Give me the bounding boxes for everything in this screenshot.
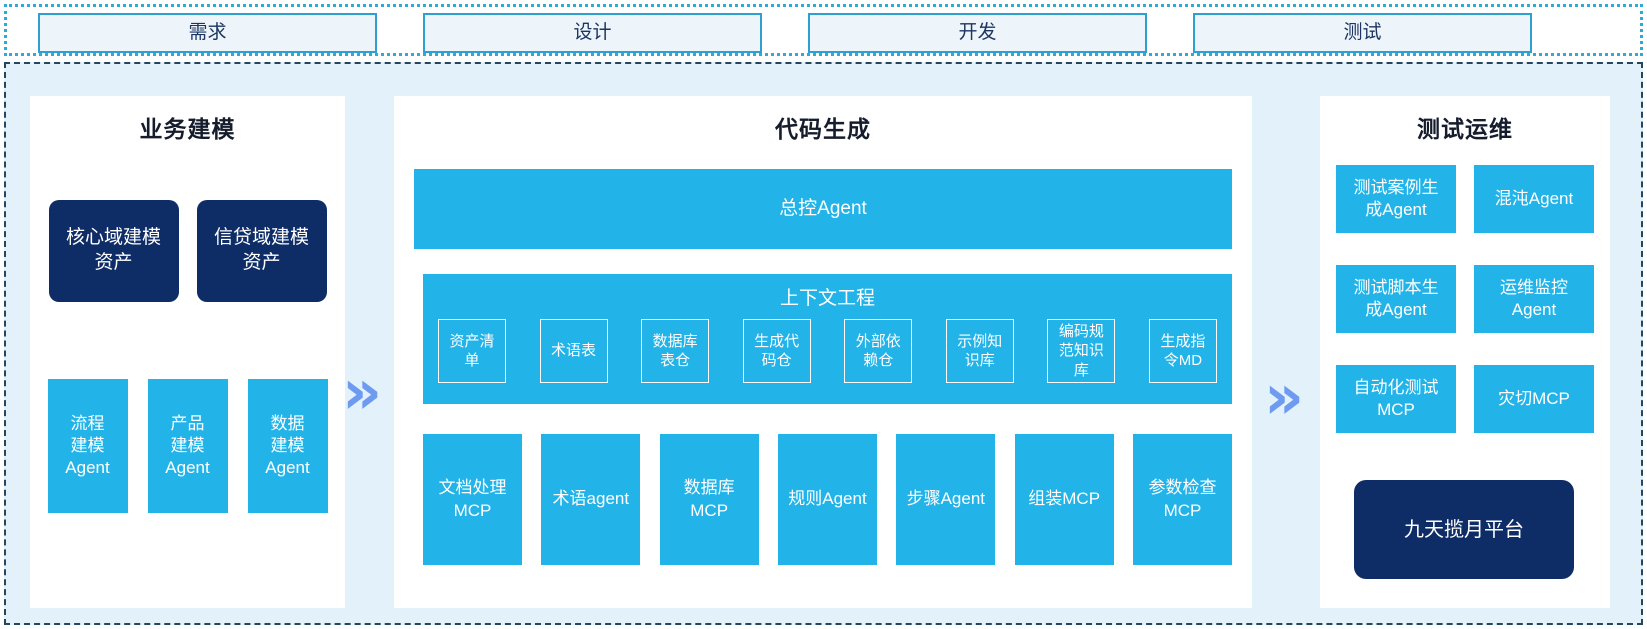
doc-processing-mcp-box: 文档处理 MCP xyxy=(423,434,522,565)
test-script-gen-agent-box: 测试脚本生 成Agent xyxy=(1336,265,1456,333)
modeling-agent-row: 流程 建模 Agent 产品 建模 Agent 数据 建模 Agent xyxy=(30,379,345,513)
tool-label: 组装MCP xyxy=(1028,489,1101,509)
tool-label: 参数检查 MCP xyxy=(1148,478,1217,520)
external-deps-repo-box: 外部依 赖仓 xyxy=(844,319,913,383)
panel-business-modeling: 业务建模 核心域建模 资产 信贷域建模 资产 流程 建模 Agent 产品 建模… xyxy=(30,96,345,608)
asset-row: 核心域建模 资产 信贷域建模 资产 xyxy=(30,200,345,302)
tools-row: 文档处理 MCP 术语agent 数据库 MCP 规则Agent 步骤Agent… xyxy=(423,434,1232,565)
context-item-label: 生成指 令MD xyxy=(1160,332,1206,370)
test-case-gen-agent-box: 测试案例生 成Agent xyxy=(1336,165,1456,233)
glossary-box: 术语表 xyxy=(539,319,608,383)
testops-label: 灾切MCP xyxy=(1498,388,1570,408)
phase-strip: 需求 设计 开发 测试 xyxy=(4,4,1643,56)
context-item-row: 资产清 单 术语表 数据库 表仓 生成代 码仓 外部依 赖仓 xyxy=(438,319,1217,383)
phase-label: 设计 xyxy=(573,21,612,43)
gen-instruction-md-box: 生成指 令MD xyxy=(1148,319,1217,383)
context-item-label: 资产清 单 xyxy=(449,332,495,370)
glossary-agent-box: 术语agent xyxy=(541,434,641,565)
panel-title-business: 业务建模 xyxy=(139,116,236,142)
agent-label: 流程 建模 Agent xyxy=(65,413,110,478)
phase-label: 开发 xyxy=(958,21,997,43)
testops-label: 测试脚本生 成Agent xyxy=(1353,277,1439,319)
process-modeling-agent-box: 流程 建模 Agent xyxy=(47,379,128,513)
tool-label: 步骤Agent xyxy=(906,489,986,509)
master-agent-label: 总控Agent xyxy=(779,197,867,219)
step-agent-box: 步骤Agent xyxy=(896,434,996,565)
testops-label: 运维监控 Agent xyxy=(1500,277,1568,319)
credit-domain-asset-box: 信贷域建模 资产 xyxy=(196,200,327,302)
coding-standard-kb-box: 编码规 范知识 库 xyxy=(1047,319,1116,383)
tool-label: 文档处理 MCP xyxy=(438,478,507,520)
panel-title-testops: 测试运维 xyxy=(1417,116,1513,142)
context-item-label: 外部依 赖仓 xyxy=(855,332,901,370)
tool-label: 术语agent xyxy=(552,489,630,509)
asset-list-box: 资产清 单 xyxy=(438,319,506,383)
main-region: 业务建模 核心域建模 资产 信贷域建模 资产 流程 建模 Agent 产品 建模… xyxy=(4,62,1643,625)
agent-label: 产品 建模 Agent xyxy=(165,413,210,478)
testops-grid: 测试案例生 成Agent 混沌Agent 测试脚本生 成Agent 运维监控 A… xyxy=(1320,165,1610,433)
jiutian-lanyue-platform-box: 九天揽月平台 xyxy=(1354,480,1574,579)
phase-requirements: 需求 xyxy=(38,13,377,53)
context-item-label: 生成代 码仓 xyxy=(754,332,800,370)
core-domain-asset-box: 核心域建模 资产 xyxy=(48,200,179,302)
database-mcp-box: 数据库 MCP xyxy=(659,434,759,565)
asset-label: 信贷域建模 资产 xyxy=(213,227,309,273)
tool-label: 数据库 MCP xyxy=(683,478,735,520)
phase-testing: 测试 xyxy=(1193,13,1532,53)
context-item-label: 编码规 范知识 库 xyxy=(1058,322,1104,379)
testops-label: 自动化测试 MCP xyxy=(1353,377,1439,419)
context-item-label: 示例知 识库 xyxy=(957,332,1003,370)
phase-development: 开发 xyxy=(808,13,1147,53)
platform-label: 九天揽月平台 xyxy=(1404,518,1524,541)
phase-design: 设计 xyxy=(423,13,762,53)
context-item-label: 术语表 xyxy=(551,342,597,360)
generated-code-repo-box: 生成代 码仓 xyxy=(742,319,811,383)
phase-label: 测试 xyxy=(1343,21,1382,43)
testops-label: 测试案例生 成Agent xyxy=(1353,177,1439,219)
assembly-mcp-box: 组装MCP xyxy=(1014,434,1114,565)
param-check-mcp-box: 参数检查 MCP xyxy=(1132,434,1232,565)
agent-label: 数据 建模 Agent xyxy=(265,413,310,478)
context-item-label: 数据库 表仓 xyxy=(652,332,698,370)
panel-code-generation: 代码生成 总控Agent 上下文工程 资产清 单 术语表 数据库 表仓 xyxy=(394,96,1252,608)
testops-label: 混沌Agent xyxy=(1494,188,1574,208)
db-table-repo-box: 数据库 表仓 xyxy=(641,319,710,383)
panel-test-ops: 测试运维 测试案例生 成Agent 混沌Agent 测试脚本生 成Agent 运… xyxy=(1320,96,1610,608)
context-engineering-title: 上下文工程 xyxy=(779,288,875,309)
automated-test-mcp-box: 自动化测试 MCP xyxy=(1336,365,1456,433)
tool-label: 规则Agent xyxy=(788,489,867,509)
asset-label: 核心域建模 资产 xyxy=(65,227,161,273)
panel-title-codegen: 代码生成 xyxy=(775,116,871,142)
chaos-agent-box: 混沌Agent xyxy=(1474,165,1594,233)
phase-label: 需求 xyxy=(188,21,227,43)
context-engineering-box: 上下文工程 资产清 单 术语表 数据库 表仓 生成代 码仓 外部 xyxy=(423,274,1232,404)
disaster-switch-mcp-box: 灾切MCP xyxy=(1474,365,1594,433)
rule-agent-box: 规则Agent xyxy=(777,434,877,565)
example-kb-box: 示例知 识库 xyxy=(945,319,1014,383)
data-modeling-agent-box: 数据 建模 Agent xyxy=(247,379,328,513)
master-agent-bar: 总控Agent xyxy=(414,169,1232,249)
product-modeling-agent-box: 产品 建模 Agent xyxy=(147,379,228,513)
ops-monitoring-agent-box: 运维监控 Agent xyxy=(1474,265,1594,333)
